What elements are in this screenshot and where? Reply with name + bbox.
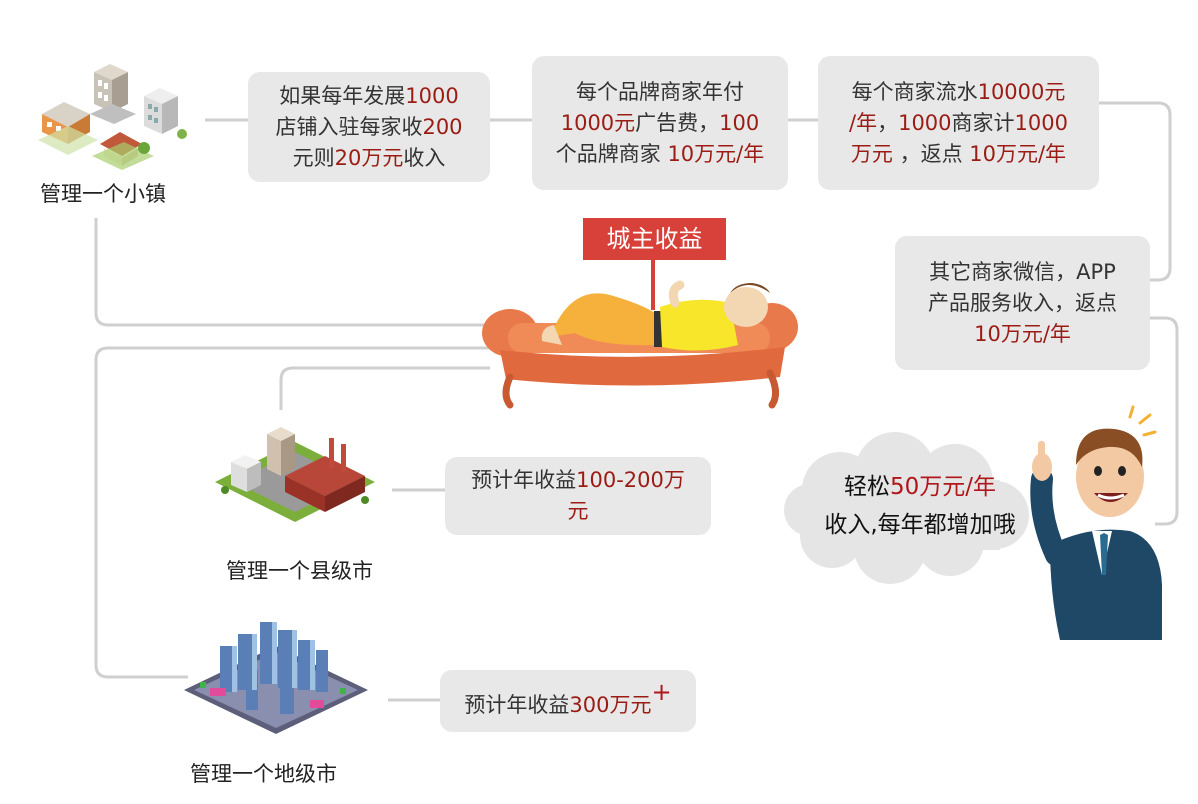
connector-other-person <box>1150 316 1179 526</box>
turnover-line-2: /年，1000商家计1000 <box>849 110 1068 135</box>
excited-man-illustration <box>1030 405 1162 640</box>
other-income-box: 其它商家微信，APP 产品服务收入，返点 10万元/年 <box>895 236 1150 370</box>
county-label: 管理一个县级市 <box>226 559 373 583</box>
connector-sofa-prefecture <box>94 346 490 679</box>
brands-income-box: 每个品牌商家年付 1000元广告费，100 个品牌商家 10万元/年 <box>532 56 788 190</box>
prefecture-income-line: 预计年收益300万元+ <box>464 678 672 717</box>
other-line-1: 其它商家微信，APP <box>929 259 1116 284</box>
prefecture-city-illustration <box>184 622 368 734</box>
other-line-2: 产品服务收入，返点 <box>928 290 1117 315</box>
stores-income-box: 如果每年发展1000 店铺入驻每家收200 元则20万元收入 <box>248 72 490 182</box>
connector-town-sofa <box>94 218 490 327</box>
brands-line-2: 1000元广告费，100 <box>560 110 760 135</box>
cloud-line-2: 收入,每年都增加哦 <box>824 512 1016 538</box>
county-income-line-1: 预计年收益100-200万 <box>471 468 685 492</box>
stores-line-2: 店铺入驻每家收200 <box>275 114 463 139</box>
connector-turnover-other <box>1099 101 1172 282</box>
cloud-line-1: 轻松50万元/年 <box>843 474 996 500</box>
cloud-text: 轻松50万元/年 收入,每年都增加哦 <box>800 468 1040 544</box>
brands-line-1: 每个品牌商家年付 <box>575 79 744 104</box>
town-label: 管理一个小镇 <box>40 182 166 206</box>
county-income-box: 预计年收益100-200万 元 <box>445 457 711 535</box>
stores-line-1: 如果每年发展1000 <box>279 83 459 108</box>
stores-line-3: 元则20万元收入 <box>292 145 446 170</box>
county-city-illustration <box>215 427 375 522</box>
turnover-income-box: 每个商家流水10000元 /年，1000商家计1000 万元 ，返点 10万元/… <box>818 56 1099 190</box>
prefecture-label: 管理一个地级市 <box>190 762 337 786</box>
other-line-3: 10万元/年 <box>974 321 1071 346</box>
thought-cloud-shape <box>784 432 1029 584</box>
city-lord-income-banner: 城主收益 <box>583 218 726 260</box>
connector-sofa-county <box>279 366 490 410</box>
brands-line-3: 个品牌商家 10万元/年 <box>555 141 765 166</box>
county-income-line-2: 元 <box>567 499 589 523</box>
reclining-person-on-sofa-illustration <box>482 255 798 409</box>
turnover-line-1: 每个商家流水10000元 <box>851 79 1066 104</box>
town-buildings-illustration <box>38 64 187 170</box>
turnover-line-3: 万元 ，返点 10万元/年 <box>850 141 1067 166</box>
prefecture-income-box: 预计年收益300万元+ <box>440 670 696 732</box>
